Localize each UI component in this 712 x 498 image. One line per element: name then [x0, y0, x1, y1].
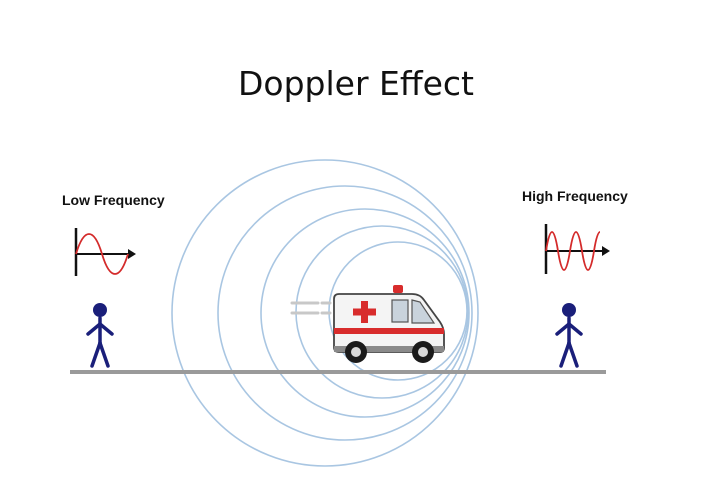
wavefront-rings [171, 159, 479, 467]
high-frequency-wave-icon [544, 224, 610, 274]
right-observer-icon [555, 303, 583, 368]
ambulance-icon [333, 285, 445, 363]
low-frequency-wave-icon [74, 228, 136, 276]
high-frequency-label: High Frequency [522, 188, 628, 204]
wavefront-ring [217, 185, 473, 441]
wavefront-ring [328, 241, 468, 381]
wavefront-ring [260, 208, 470, 418]
speed-lines [290, 301, 332, 315]
page-title: Doppler Effect [238, 64, 474, 103]
wavefront-ring [171, 159, 479, 467]
low-frequency-label: Low Frequency [62, 192, 165, 208]
left-observer-icon [86, 303, 114, 368]
